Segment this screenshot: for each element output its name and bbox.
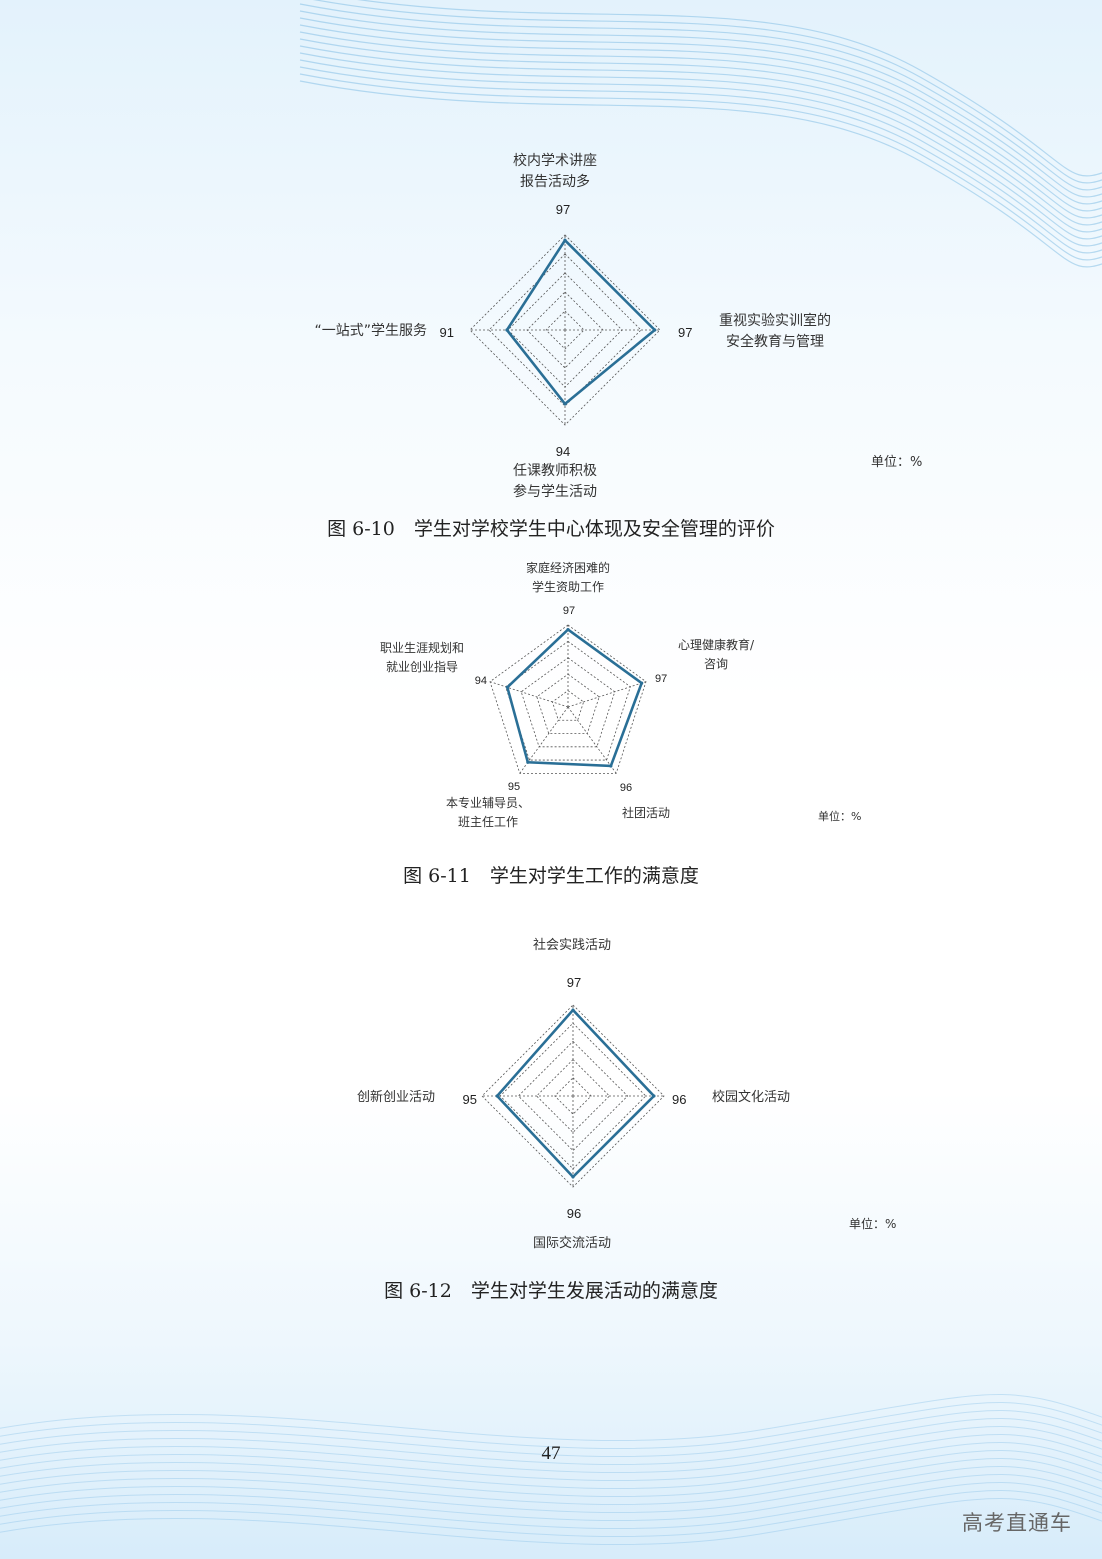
radar-chart-6-10: 97 97 94 91 校内学术讲座报告活动多重视实验实训室的安全教育与管理任课教师积极… (314, 152, 922, 500)
value-label: 97 (563, 605, 575, 617)
grid-spoke (567, 681, 647, 708)
grid-ring (536, 673, 600, 734)
bottom-wave-line (0, 1490, 1102, 1538)
top-wave-line (299, 45, 1102, 233)
value-label: 97 (556, 202, 570, 217)
top-wave-line (299, 52, 1102, 240)
bottom-wave-line (0, 1458, 1102, 1506)
grid-ring (520, 657, 616, 748)
axis-label: 校园文化活动 (712, 1089, 790, 1105)
axis-label: 心理健康教育/咨询 (678, 637, 755, 671)
data-point (653, 328, 657, 332)
bottom-wave-line (0, 1442, 1102, 1490)
figure-caption: 图 6-10 学生对学校学生中心体现及安全管理的评价 (327, 518, 775, 540)
data-point (609, 764, 613, 768)
bottom-wave-line (0, 1466, 1102, 1514)
value-label: 94 (475, 675, 487, 687)
bottom-wave-line (0, 1418, 1102, 1466)
unit-label: 单位：% (871, 455, 922, 470)
data-point (495, 1094, 499, 1098)
value-label: 96 (567, 1206, 581, 1221)
figure-caption: 图 6-11 学生对学生工作的满意度 (403, 865, 699, 887)
top-wave-line (299, 66, 1102, 254)
top-wave-line (299, 31, 1102, 219)
axis-label: 职业生涯规划和就业创业指导 (380, 640, 464, 674)
data-point (563, 402, 567, 406)
figure-caption: 图 6-12 学生对学生发展活动的满意度 (384, 1280, 718, 1302)
data-point (652, 1094, 656, 1098)
value-label: 95 (463, 1092, 477, 1107)
top-wave-line (299, 3, 1102, 191)
data-point (526, 760, 530, 764)
unit-label: 单位：% (849, 1216, 896, 1231)
watermark: 高考直通车 (962, 1511, 1072, 1535)
grid-ring (469, 234, 661, 426)
data-point (563, 238, 567, 242)
value-label: 96 (620, 782, 632, 794)
axis-label: 社团活动 (622, 805, 670, 820)
grid-ring (489, 624, 647, 774)
grid-ring (517, 1040, 629, 1152)
top-wave-line (356, 0, 1102, 177)
unit-label: 单位：% (818, 809, 861, 823)
value-label: 97 (678, 325, 692, 340)
axis-label: 创新创业活动 (357, 1089, 435, 1105)
top-wave-line (299, 73, 1102, 261)
top-wave-line (299, 80, 1102, 268)
axis-label: 本专业辅导员、班主任工作 (446, 795, 530, 829)
grid-spoke (489, 681, 569, 708)
top-wave-line (299, 38, 1102, 226)
value-label: 95 (508, 781, 520, 793)
bottom-wave-line (0, 1426, 1102, 1474)
axis-label: 任课教师积极参与学生活动 (513, 463, 597, 500)
bottom-wave-line (0, 1402, 1102, 1450)
bottom-wave-line (0, 1434, 1102, 1482)
axis-label: 校内学术讲座报告活动多 (513, 152, 597, 190)
top-wave-line (299, 24, 1102, 212)
value-label: 91 (440, 325, 454, 340)
data-point (640, 681, 644, 685)
series-polygon (505, 238, 657, 406)
value-label: 97 (567, 975, 581, 990)
grid-ring (554, 1077, 592, 1115)
value-label: 97 (655, 673, 667, 685)
data-point (505, 685, 509, 689)
bottom-wave-line (0, 1394, 1102, 1442)
bottom-wave-line (0, 1498, 1102, 1546)
bottom-wave-line (0, 1482, 1102, 1530)
page-number: 47 (541, 1443, 561, 1464)
grid-ring (545, 310, 585, 350)
data-point (505, 328, 509, 332)
grid-spoke (567, 706, 617, 774)
series-polygon (505, 627, 644, 768)
top-wave-line (313, 0, 1102, 184)
data-point (571, 1175, 575, 1179)
value-label: 96 (672, 1092, 686, 1107)
data-point (571, 1008, 575, 1012)
grid-ring (481, 1004, 665, 1188)
axis-label: 重视实验实训室的安全教育与管理 (719, 312, 831, 350)
series-polygon (495, 1008, 656, 1179)
top-wave-line (299, 59, 1102, 247)
value-label: 94 (556, 444, 570, 459)
axis-label: 国际交流活动 (533, 1235, 611, 1251)
top-wave-line (299, 17, 1102, 205)
bottom-wave-line (0, 1474, 1102, 1522)
axis-label: “一站式”学生服务 (314, 323, 427, 339)
axis-label: 家庭经济困难的学生资助工作 (526, 560, 610, 594)
bottom-wave-line (0, 1410, 1102, 1458)
axis-label: 社会实践活动 (533, 937, 611, 953)
bottom-wave-line (0, 1450, 1102, 1498)
top-wave-line (299, 10, 1102, 198)
grid-ring (551, 690, 585, 721)
data-point (566, 627, 570, 632)
